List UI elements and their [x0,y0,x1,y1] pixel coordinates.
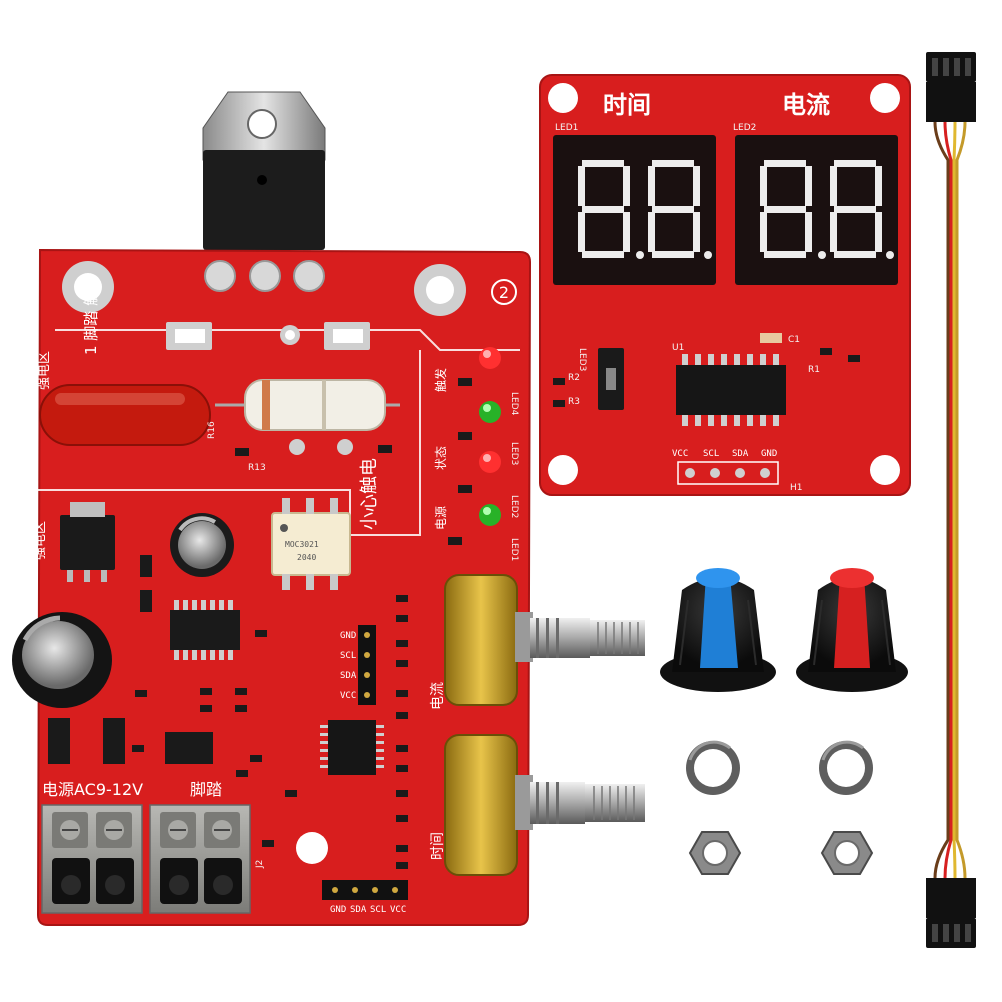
pot-current-label: 电流 [430,682,446,710]
display-u1-label: U1 [672,343,684,353]
connector-ref: J2 [255,860,265,869]
potentiometer-time[interactable] [444,734,645,876]
capacitor-large [12,612,112,708]
display-title-time: 时间 [603,91,651,119]
display-led2-label: LED2 [733,123,756,133]
bottom-header-scl: SCL [370,905,386,915]
led-4 [479,347,501,369]
display-header-gnd: GND [761,449,777,459]
ic-main [170,600,240,660]
svg-text:R16: R16 [207,421,217,439]
display-r2-label: R2 [568,373,580,383]
side-header-sda: SDA [340,671,357,681]
triac [202,91,326,270]
led-2 [479,451,501,473]
led3-label: LED3 [509,442,519,465]
hv-area-label: 强电区 [37,351,52,390]
bottom-header-vcc: VCC [390,905,406,915]
terminal-power[interactable] [41,804,143,914]
terminal-pedal[interactable] [149,804,251,914]
display-header-vcc: VCC [672,449,688,459]
opto-part-number: MOC3021 [285,540,319,549]
opto-date-code: 2040 [297,553,316,562]
warning-label: 小心触电 [359,458,380,530]
side-header-gnd: GND [340,631,356,641]
display-r1-label: R1 [808,365,820,375]
bottom-header-gnd: GND [330,905,346,915]
trigger-label: 1 脚踏 触发 [82,276,100,355]
washer-right [819,740,873,795]
hex-nut-right [820,831,874,875]
display-title-current: 电流 [782,91,830,119]
display-c1-label: C1 [788,335,800,345]
knob-red[interactable] [796,568,908,692]
display-led3-label: LED3 [577,348,587,371]
capacitor-small [170,513,234,577]
voltage-regulator [60,515,115,570]
seven-seg-time [553,135,716,285]
display-header-scl: SCL [703,449,719,459]
knob-blue[interactable] [660,568,776,692]
dupont-cable [926,52,976,948]
display-header: VCC SCL SDA GND H1 [672,449,803,493]
display-header-sda: SDA [732,449,749,459]
main-board: 2 1 脚踏 触发 强电区 强电区 R16 R13 [12,91,645,926]
potentiometer-current[interactable] [444,574,645,706]
status-label-state: 状态 [434,446,448,470]
side-header-scl: SCL [340,651,356,661]
washer-left [686,740,740,795]
side-header: GND SCL SDA VCC [340,625,376,705]
led1-label: LED1 [509,538,519,561]
led-3 [479,401,501,423]
display-r3-label: R3 [568,397,580,407]
svg-text:R13: R13 [248,463,266,473]
status-label-power: 电源 [434,506,448,530]
display-h1-label: H1 [790,483,803,493]
power-resistor [215,379,400,431]
optocoupler: MOC3021 2040 [271,498,351,590]
display-driver-ic [676,354,786,426]
pedal-label: 脚踏 [190,780,222,799]
pot-time-label: 时间 [430,832,446,860]
display-board: 时间 电流 LED1 LED2 [539,74,911,496]
seven-seg-current [735,135,898,285]
board-number-label: 2 [499,283,509,302]
display-led1-label: LED1 [555,123,578,133]
led-1 [479,504,501,526]
bottom-header-sda: SDA [350,905,367,915]
led2-label: LED2 [509,495,519,518]
status-label-trigger: 触发 [433,368,448,392]
microcontroller [320,720,384,775]
bottom-header: GND SDA SCL VCC [322,880,408,915]
side-header-vcc: VCC [340,691,356,701]
led4-label: LED4 [509,392,519,416]
hv-area-label-2: 强电区 [33,521,48,560]
power-input-label: 电源AC9-12V [42,780,143,799]
hex-nut-left [688,831,742,875]
